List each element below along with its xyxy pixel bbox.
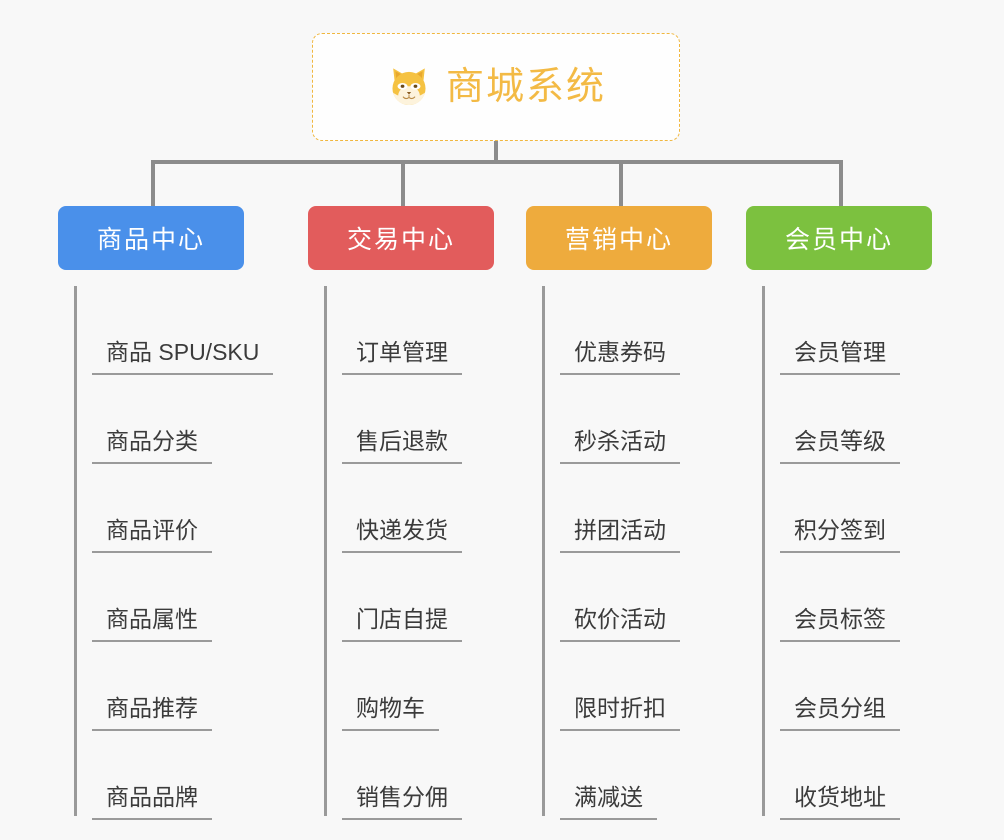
leaf-item[interactable]: 积分签到 — [762, 464, 932, 553]
category-header-1[interactable]: 商品中心 — [58, 206, 244, 270]
drop-line-4 — [839, 160, 843, 206]
leaf-item-label: 会员标签 — [780, 606, 900, 642]
leaf-list-1: 商品 SPU/SKU 商品分类商品评价商品属性商品推荐商品品牌 — [58, 286, 274, 820]
column-spine-4 — [762, 286, 765, 816]
drop-line-3 — [619, 160, 623, 206]
leaf-item[interactable]: 订单管理 — [324, 286, 494, 375]
leaf-item[interactable]: 销售分佣 — [324, 731, 494, 820]
drop-line-1 — [151, 160, 155, 206]
leaf-item-label: 商品推荐 — [92, 695, 212, 731]
leaf-item[interactable]: 商品 SPU/SKU — [74, 286, 274, 375]
leaf-item-label: 会员等级 — [780, 428, 900, 464]
root-stem-line — [494, 141, 498, 164]
leaf-item-label: 满减送 — [560, 784, 657, 820]
leaf-item-label: 商品评价 — [92, 517, 212, 553]
leaf-item[interactable]: 优惠券码 — [542, 286, 712, 375]
category-header-label: 营销中心 — [564, 226, 673, 254]
horizontal-bus-line — [151, 160, 843, 164]
category-header-2[interactable]: 交易中心 — [308, 206, 494, 270]
category-header-label: 会员中心 — [784, 226, 893, 254]
category-column-4: 会员中心会员管理会员等级积分签到会员标签会员分组收货地址 — [746, 206, 932, 820]
leaf-item-label: 秒杀活动 — [560, 428, 680, 464]
leaf-item-label: 拼团活动 — [560, 517, 680, 553]
leaf-item[interactable]: 会员管理 — [762, 286, 932, 375]
leaf-item[interactable]: 会员标签 — [762, 553, 932, 642]
leaf-item-label: 砍价活动 — [560, 606, 680, 642]
leaf-item-label: 会员管理 — [780, 339, 900, 375]
leaf-item-label: 商品分类 — [92, 428, 212, 464]
column-spine-2 — [324, 286, 327, 816]
leaf-item-label: 购物车 — [342, 695, 439, 731]
column-spine-1 — [74, 286, 77, 816]
leaf-item[interactable]: 快递发货 — [324, 464, 494, 553]
leaf-item[interactable]: 商品品牌 — [74, 731, 244, 820]
category-header-3[interactable]: 营销中心 — [526, 206, 712, 270]
leaf-item[interactable]: 会员分组 — [762, 642, 932, 731]
leaf-item-label: 商品 SPU/SKU — [92, 339, 274, 375]
leaf-item[interactable]: 商品推荐 — [74, 642, 244, 731]
leaf-item-label: 订单管理 — [342, 339, 462, 375]
category-header-label: 商品中心 — [96, 226, 205, 254]
category-column-3: 营销中心优惠券码秒杀活动拼团活动砍价活动限时折扣满减送 — [526, 206, 712, 820]
leaf-item-label: 销售分佣 — [342, 784, 462, 820]
leaf-item[interactable]: 门店自提 — [324, 553, 494, 642]
leaf-item[interactable]: 满减送 — [542, 731, 712, 820]
leaf-item-label: 商品品牌 — [92, 784, 212, 820]
leaf-item-label: 收货地址 — [780, 784, 900, 820]
leaf-list-2: 订单管理售后退款快递发货门店自提购物车销售分佣 — [308, 286, 494, 820]
leaf-item[interactable]: 商品属性 — [74, 553, 244, 642]
category-column-1: 商品中心商品 SPU/SKU 商品分类商品评价商品属性商品推荐商品品牌 — [58, 206, 274, 820]
shiba-inu-face-icon — [392, 68, 426, 105]
leaf-item-label: 优惠券码 — [560, 339, 680, 375]
leaf-item[interactable]: 商品评价 — [74, 464, 244, 553]
leaf-item-label: 售后退款 — [342, 428, 462, 464]
leaf-item-label: 限时折扣 — [560, 695, 680, 731]
leaf-item[interactable]: 秒杀活动 — [542, 375, 712, 464]
leaf-item-label: 门店自提 — [342, 606, 462, 642]
category-header-4[interactable]: 会员中心 — [746, 206, 932, 270]
leaf-item-label: 积分签到 — [780, 517, 900, 553]
leaf-list-4: 会员管理会员等级积分签到会员标签会员分组收货地址 — [746, 286, 932, 820]
leaf-item[interactable]: 商品分类 — [74, 375, 244, 464]
category-column-2: 交易中心订单管理售后退款快递发货门店自提购物车销售分佣 — [308, 206, 494, 820]
leaf-list-3: 优惠券码秒杀活动拼团活动砍价活动限时折扣满减送 — [526, 286, 712, 820]
drop-line-2 — [401, 160, 405, 206]
column-spine-3 — [542, 286, 545, 816]
leaf-item-label: 快递发货 — [342, 517, 462, 553]
leaf-item[interactable]: 收货地址 — [762, 731, 932, 820]
leaf-item[interactable]: 售后退款 — [324, 375, 494, 464]
leaf-item[interactable]: 购物车 — [324, 642, 494, 731]
leaf-item[interactable]: 限时折扣 — [542, 642, 712, 731]
leaf-item[interactable]: 砍价活动 — [542, 553, 712, 642]
category-header-label: 交易中心 — [346, 226, 455, 254]
root-title: 商城系统 — [445, 66, 606, 108]
leaf-item-label: 商品属性 — [92, 606, 212, 642]
leaf-item[interactable]: 会员等级 — [762, 375, 932, 464]
leaf-item[interactable]: 拼团活动 — [542, 464, 712, 553]
leaf-item-label: 会员分组 — [780, 695, 900, 731]
root-node[interactable]: 商城系统 — [312, 33, 680, 141]
